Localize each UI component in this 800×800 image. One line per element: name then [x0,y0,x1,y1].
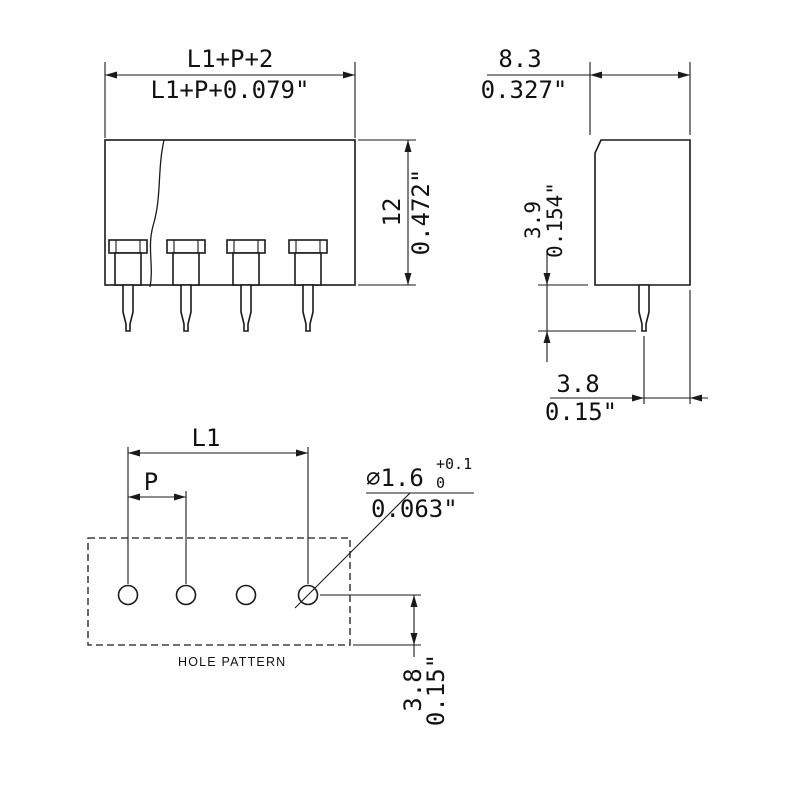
pin [638,284,650,332]
dim-front-height: 12 0.472" [358,139,435,286]
hole [235,584,257,606]
side-view: 8.3 0.327" 3.9 0.154" 3.8 0.15" [481,45,708,426]
side-body-outline [594,139,691,286]
dim-side-pinlen-mm: 3.9 [521,201,545,239]
pin [108,239,148,332]
dim-side-pin-edge: 3.8 0.15" [545,290,708,426]
dia-tol-minus: 0 [436,474,445,492]
leader-line [294,492,411,609]
dim-side-depth: 8.3 0.327" [481,45,691,135]
hole-pattern-outline [87,537,351,646]
hole-pattern-caption: HOLE PATTERN [178,655,286,669]
dim-side-pinoffset-in: 0.15" [545,398,617,426]
dim-side-pinoffset-mm: 3.8 [556,370,599,398]
dia-callout-mm: ⌀1.6 [366,464,424,492]
dim-front-width-in: L1+P+0.079" [151,76,310,104]
dim-side-depth-mm: 8.3 [498,45,541,73]
hole [117,584,139,606]
dim-side-depth-in: 0.327" [481,76,568,104]
dim-front-width: L1+P+2 L1+P+0.079" [104,45,356,138]
dim-l1: L1 [127,424,309,584]
dim-l1-label: L1 [192,424,221,452]
hole [175,584,197,606]
dim-p: P [128,468,187,584]
dim-edge-in: 0.15" [422,654,450,726]
break-line [149,139,165,288]
pin [226,239,266,332]
dim-front-height-in: 0.472" [407,169,435,256]
front-view: L1+P+2 L1+P+0.079" 12 0.472" [104,45,435,332]
dim-side-pin-length: 3.9 0.154" [521,182,636,362]
hole-pattern-view: L1 P ⌀1.6 +0.1 0 0.063" 3.8 0.15" [87,424,474,726]
front-body-outline [104,139,356,286]
pin [166,239,206,332]
dia-tol-plus: +0.1 [436,455,472,473]
dim-front-width-mm: L1+P+2 [187,45,274,73]
dim-front-height-mm: 12 [378,198,406,227]
dim-hole-edge: 3.8 0.15" [320,594,450,726]
dia-callout: ⌀1.6 +0.1 0 0.063" [294,455,474,609]
dim-side-pinlen-in: 0.154" [543,182,567,258]
dim-edge-mm: 3.8 [399,668,427,711]
dia-callout-in: 0.063" [371,495,458,523]
hole [297,584,319,606]
pin [288,239,328,332]
dim-p-label: P [144,468,158,496]
